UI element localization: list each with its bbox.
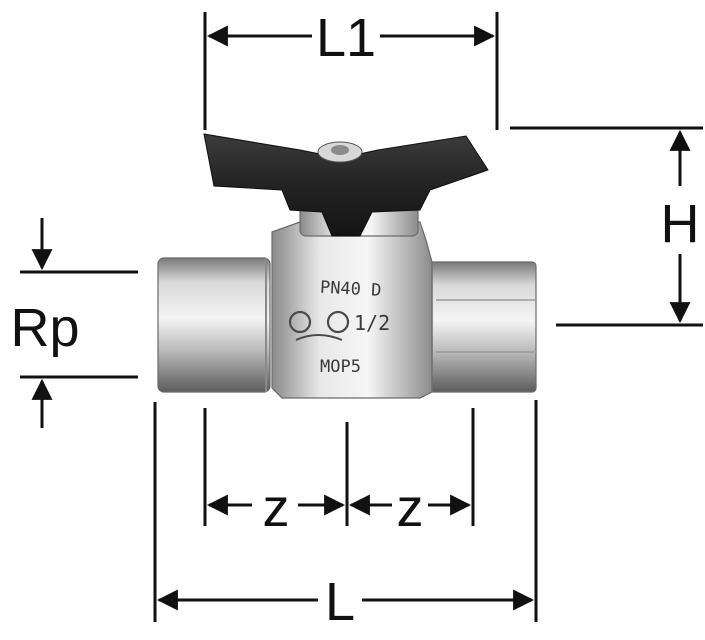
right-hex-end — [427, 261, 537, 393]
marking-pressure: PN40 D — [319, 278, 381, 301]
logo-symbol — [288, 310, 350, 341]
marking-size: 1/2 — [354, 311, 390, 335]
dimension-label-z-right: z — [397, 478, 424, 538]
ball-valve: PN40 D 1/2 MOP5 — [157, 133, 537, 399]
handle-nut-center — [331, 145, 349, 155]
dimension-label-rp: Rp — [10, 298, 79, 358]
dimension-label-h: H — [661, 194, 700, 254]
left-threaded-end — [157, 257, 271, 393]
dimension-label-z-left: z — [263, 478, 290, 538]
marking-material: MOP5 — [320, 357, 361, 377]
dimension-annotations — [20, 12, 703, 622]
dimension-label-l: L — [325, 572, 355, 632]
dimension-label-l1: L1 — [316, 8, 376, 68]
